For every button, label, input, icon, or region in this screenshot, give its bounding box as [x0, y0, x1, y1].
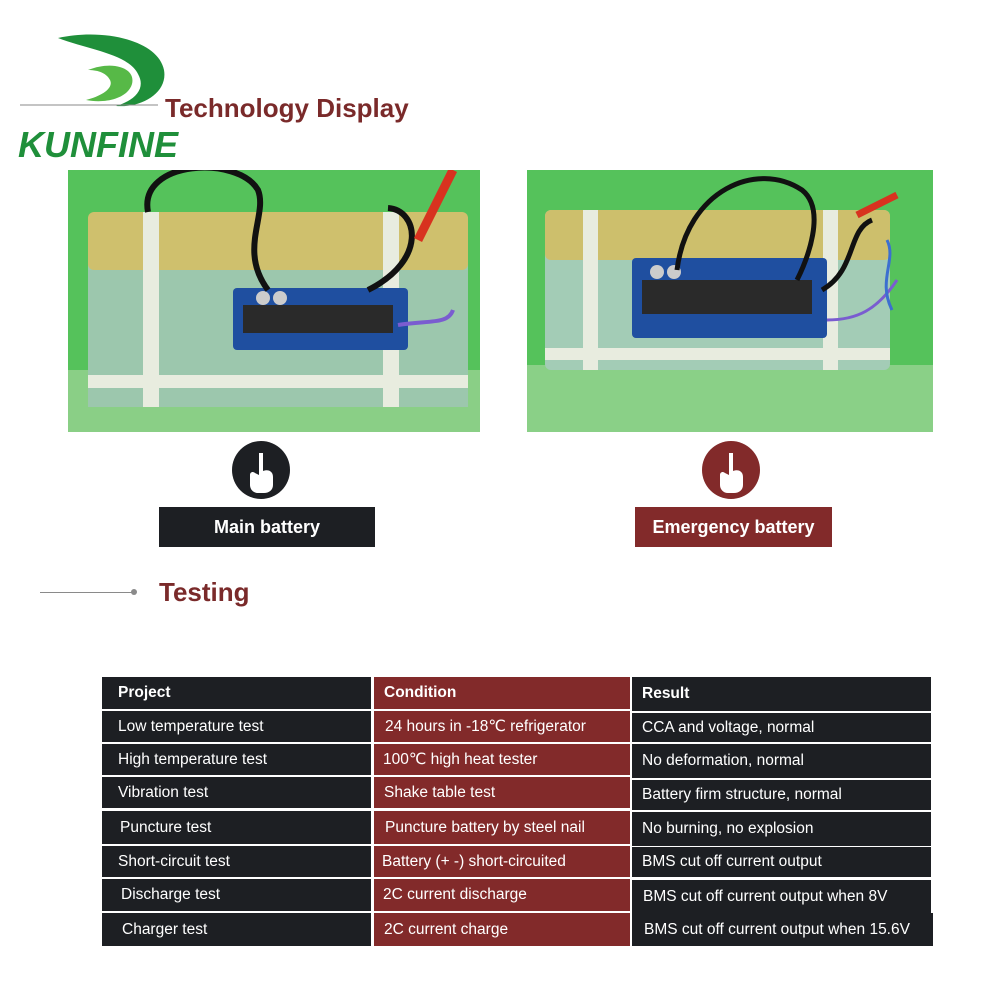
section-title-testing: Testing: [159, 577, 250, 607]
pointing-hand-icon: [702, 441, 760, 499]
emergency-battery-label: Emergency battery: [635, 507, 832, 547]
table-cell-condition: Shake table test: [374, 777, 630, 808]
table-cell-project: Charger test: [102, 913, 371, 946]
table-cell-condition: 100℃ high heat tester: [374, 744, 630, 775]
table-cell-project: Vibration test: [102, 777, 371, 808]
table-cell-result: BMS cut off current output: [632, 847, 931, 877]
emergency-battery-photo: [527, 170, 933, 432]
table-cell-result: CCA and voltage, normal: [632, 713, 931, 742]
table-header-result: Result: [632, 677, 931, 711]
table-header-project: Project: [102, 677, 371, 709]
table-cell-project: Puncture test: [102, 811, 371, 844]
main-battery-photo: [68, 170, 480, 432]
pointing-hand-icon: [232, 441, 290, 499]
table-cell-result: Battery firm structure, normal: [632, 780, 931, 810]
brand-name: KUNFINE: [18, 124, 178, 165]
table-header-condition: Condition: [374, 677, 630, 709]
table-cell-project: Discharge test: [102, 879, 371, 911]
kunfine-logo: [18, 30, 218, 170]
section-title-technology-display: Technology Display: [165, 93, 409, 123]
table-cell-condition: 2C current discharge: [374, 879, 630, 911]
logo-swoosh-icon: [20, 34, 165, 107]
table-cell-project: Low temperature test: [102, 711, 371, 742]
table-cell-project: Short-circuit test: [102, 846, 371, 877]
table-cell-result: No deformation, normal: [632, 744, 931, 778]
table-cell-project: High temperature test: [102, 744, 371, 775]
table-cell-condition: Battery (+ -) short-circuited: [374, 846, 630, 877]
main-battery-label: Main battery: [159, 507, 375, 547]
section-divider-dot: [131, 589, 137, 595]
section-divider: [40, 592, 132, 593]
table-cell-condition: Puncture battery by steel nail: [374, 811, 630, 844]
table-cell-result: BMS cut off current output when 8V: [632, 880, 931, 913]
table-cell-result: No burning, no explosion: [632, 812, 931, 846]
table-cell-condition: 2C current charge: [374, 913, 630, 946]
table-cell-condition: 24 hours in -18℃ refrigerator: [374, 711, 630, 742]
table-cell-result: BMS cut off current output when 15.6V: [632, 913, 933, 946]
